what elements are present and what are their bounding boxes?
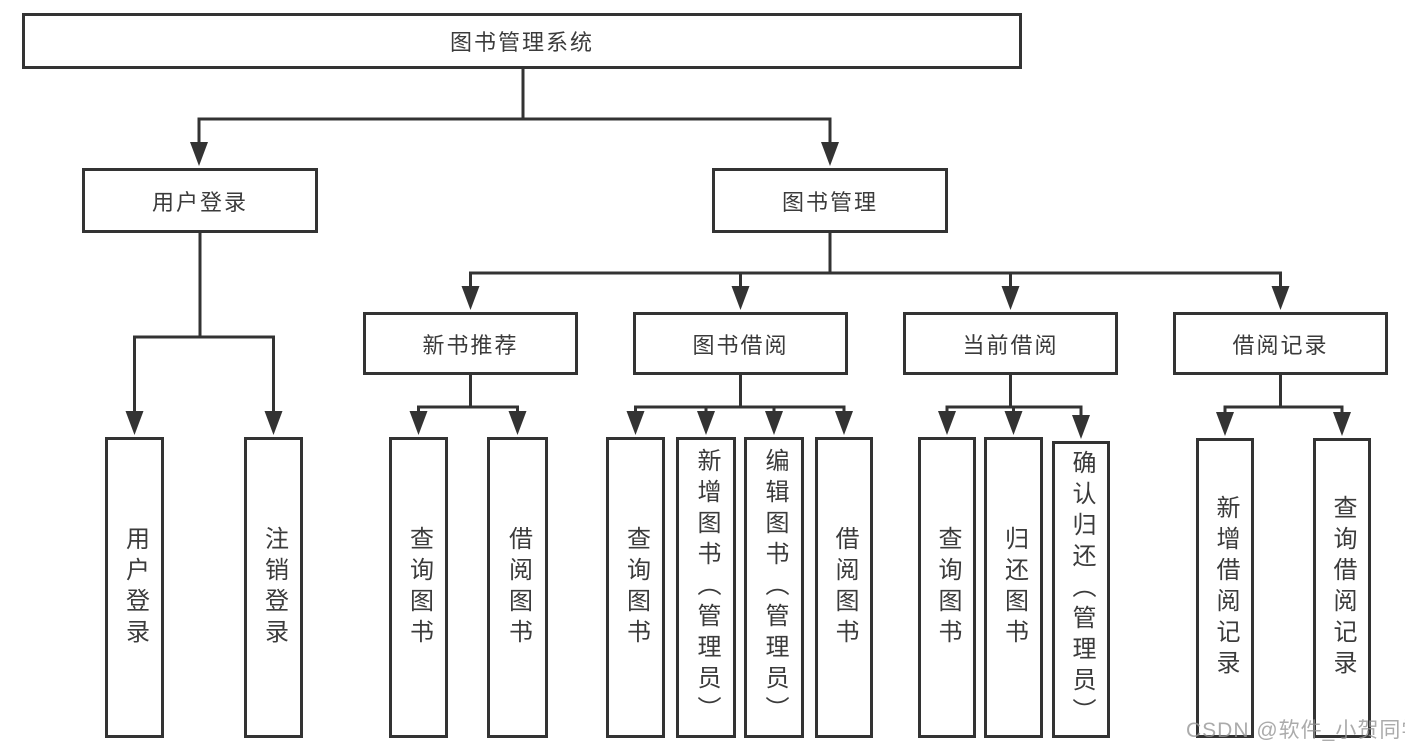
- leaf-user-login: 用户登录: [105, 437, 164, 738]
- arrow-down-icon: [264, 411, 283, 435]
- arrow-down-icon: [765, 411, 783, 435]
- arrowheads: [125, 142, 1351, 439]
- node-library-management-system: 图书管理系统: [22, 13, 1022, 69]
- leaf-search-books: 查询图书: [918, 437, 976, 738]
- arrow-down-icon: [1072, 415, 1090, 439]
- arrow-down-icon: [1271, 286, 1290, 310]
- leaf-add-books-admin: 新增图书（管理员）: [676, 437, 736, 738]
- node-book-borrowing: 图书借阅: [633, 312, 848, 375]
- arrow-down-icon: [1004, 411, 1023, 435]
- csdn-watermark: CSDN @软件_小贺同学: [1186, 719, 1405, 742]
- arrow-down-icon: [821, 142, 839, 166]
- node-borrowing-records: 借阅记录: [1173, 312, 1388, 375]
- arrow-down-icon: [835, 411, 853, 435]
- arrow-down-icon: [190, 142, 208, 166]
- node-new-book-recommendation: 新书推荐: [363, 312, 578, 375]
- arrow-down-icon: [1216, 412, 1234, 436]
- leaf-logout: 注销登录: [244, 437, 303, 738]
- leaf-search-books: 查询图书: [389, 437, 448, 738]
- arrow-down-icon: [697, 411, 715, 435]
- leaf-search-borrow-record: 查询借阅记录: [1313, 438, 1371, 738]
- leaf-search-books: 查询图书: [606, 437, 665, 738]
- leaf-return-books: 归还图书: [984, 437, 1043, 738]
- node-user-login: 用户登录: [82, 168, 318, 233]
- leaf-edit-books-admin: 编辑图书（管理员）: [744, 437, 804, 738]
- leaf-confirm-return-admin: 确认归还（管理员）: [1052, 441, 1110, 738]
- arrow-down-icon: [461, 286, 480, 310]
- node-book-management: 图书管理: [712, 168, 948, 233]
- arrow-down-icon: [731, 286, 750, 310]
- arrow-down-icon: [626, 411, 645, 435]
- node-current-borrowing: 当前借阅: [903, 312, 1118, 375]
- arrow-down-icon: [1001, 286, 1020, 310]
- arrow-down-icon: [508, 411, 527, 435]
- leaf-borrow-books: 借阅图书: [815, 437, 873, 738]
- leaf-borrow-books: 借阅图书: [487, 437, 548, 738]
- arrow-down-icon: [125, 411, 144, 435]
- arrow-down-icon: [938, 411, 956, 435]
- arrow-down-icon: [1333, 412, 1351, 436]
- leaf-add-borrow-record: 新增借阅记录: [1196, 438, 1254, 738]
- arrow-down-icon: [409, 411, 428, 435]
